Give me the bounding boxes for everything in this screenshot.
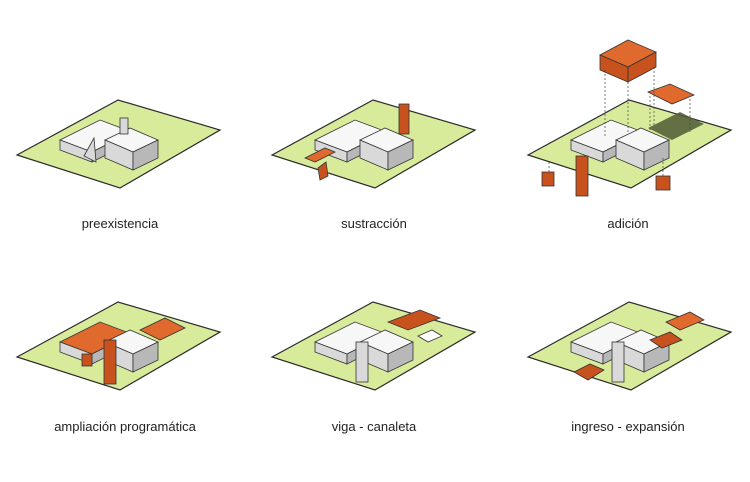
caption-ingreso: ingreso - expansión: [571, 419, 685, 434]
panel-sustraccion: [270, 99, 477, 189]
panel-preexistencia: [15, 99, 222, 189]
panel-ampliacion: [15, 301, 222, 391]
entrance-expansion: [573, 311, 705, 381]
caption-sustraccion: sustracción: [341, 216, 407, 231]
house-volume: [314, 119, 414, 171]
caption-adicion: adición: [607, 216, 649, 231]
subtracted-elements: [304, 103, 410, 181]
house-volume: [314, 321, 414, 383]
projection-lines: [548, 67, 691, 176]
panel-ingreso: [526, 301, 733, 391]
caption-preexistencia: preexistencia: [81, 216, 159, 231]
panel-viga: [270, 301, 477, 391]
existing-house-volume: [59, 117, 159, 171]
added-volumes: [541, 39, 696, 197]
caption-viga: viga - canaleta: [331, 419, 417, 434]
house-volume: [570, 119, 670, 171]
panel-adicion: [526, 39, 733, 197]
expansion-volumes: [81, 317, 186, 385]
house-volume: [570, 321, 670, 383]
caption-ampliacion: ampliación programática: [54, 419, 196, 434]
beam-gutter: [386, 309, 443, 343]
